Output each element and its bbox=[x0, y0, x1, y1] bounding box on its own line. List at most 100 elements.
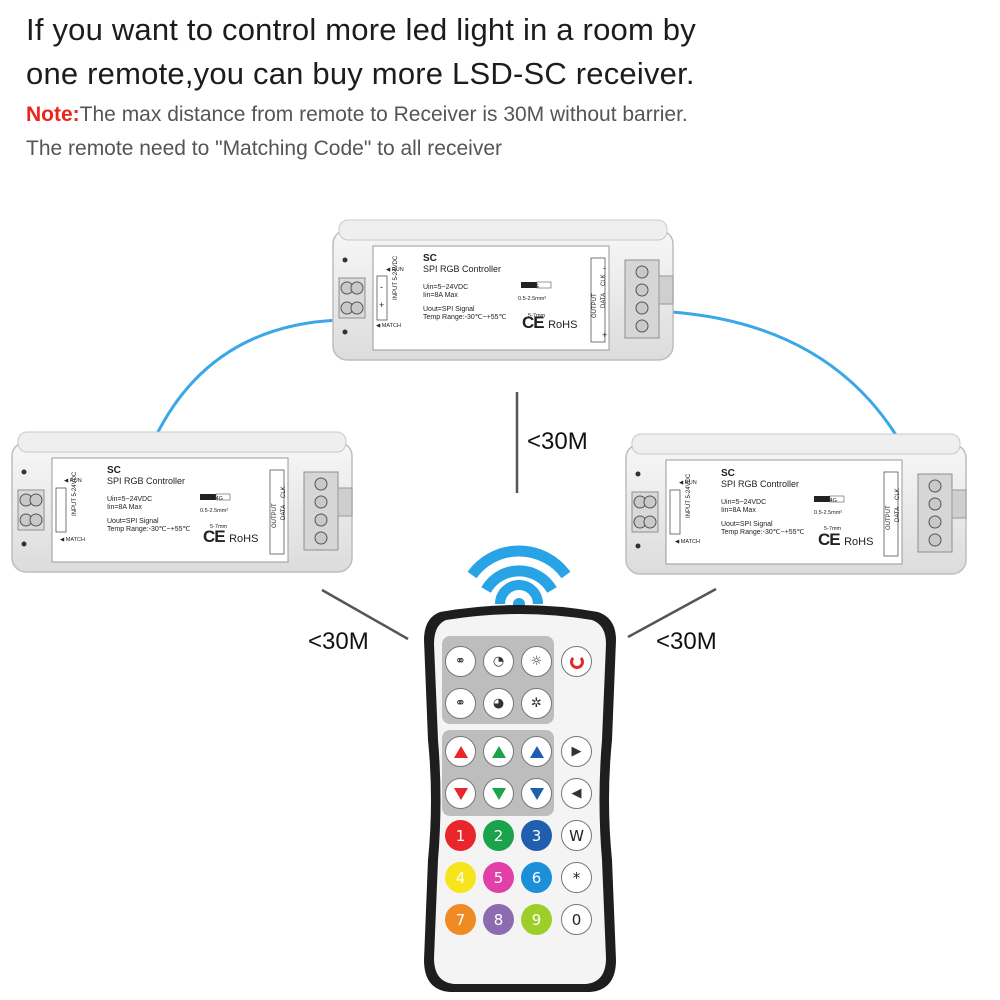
controller-right-freq: 2.4G bbox=[825, 498, 837, 504]
brightness-down-button[interactable]: ✲ bbox=[521, 688, 552, 719]
number-button-6[interactable]: 6 bbox=[521, 862, 552, 893]
number-button-9[interactable]: 9 bbox=[521, 904, 552, 935]
controller-left-clk: CLK bbox=[281, 486, 287, 498]
controller-right-strip: 5-7mm bbox=[824, 526, 842, 532]
dial-icon: ◔ bbox=[492, 654, 505, 669]
controller-top-input: INPUT 5-24VDC bbox=[393, 255, 399, 300]
controller-uin: Uin=5~24VDC bbox=[423, 284, 469, 291]
triangle-up-icon bbox=[529, 745, 544, 758]
note-line-2: The remote need to "Matching Code" to al… bbox=[26, 137, 502, 160]
controller-left-input: INPUT 5-24VDC bbox=[72, 471, 78, 516]
distance-label-right: <30M bbox=[656, 628, 717, 655]
number-button-2[interactable]: 2 bbox=[483, 820, 514, 851]
rohs-mark: RoHS bbox=[548, 319, 578, 331]
controller-left-label: SC SPI RGB Controller Uin=5~24VDC Iin=8A… bbox=[107, 465, 191, 533]
red-down-button[interactable] bbox=[445, 778, 476, 809]
triangle-down-icon bbox=[529, 787, 544, 800]
controller-temp: Temp Range:-30℃~+55℃ bbox=[423, 314, 507, 321]
controller-top-data: DATA bbox=[601, 292, 607, 308]
power-icon bbox=[569, 654, 584, 669]
controller-left-cert: CE RoHS bbox=[203, 527, 259, 546]
number-button-3[interactable]: 3 bbox=[521, 820, 552, 851]
headline: If you want to control more led light in… bbox=[26, 8, 986, 96]
distance-line-right bbox=[627, 587, 717, 639]
brightness-up-button[interactable]: ☼ bbox=[521, 646, 552, 677]
headline-line-1: If you want to control more led light in… bbox=[26, 12, 696, 47]
number-button-8[interactable]: 8 bbox=[483, 904, 514, 935]
rgb-mode-button[interactable]: ⚭ bbox=[445, 646, 476, 677]
play-next-button[interactable]: ▶ bbox=[561, 736, 592, 767]
controller-top-clk: CLK bbox=[601, 274, 607, 286]
speed-down-button[interactable]: ◕ bbox=[483, 688, 514, 719]
controller-iin: Iin=8A Max bbox=[423, 292, 458, 299]
speed-button[interactable]: ◔ bbox=[483, 646, 514, 677]
controller-left-freq: 2.4G bbox=[211, 496, 223, 502]
controller-right-cert: CE RoHS bbox=[818, 530, 874, 549]
controller-name: SPI RGB Controller bbox=[423, 264, 502, 274]
triangle-down-icon bbox=[453, 787, 468, 800]
rgb-circles-icon: ⚭ bbox=[455, 654, 466, 669]
controller-model: SC bbox=[423, 253, 437, 264]
controller-right-data: DATA bbox=[895, 506, 901, 522]
number-button-0[interactable]: 0 bbox=[561, 904, 592, 935]
controller-left-match: ◀ MATCH bbox=[60, 537, 85, 543]
controller-left-strip: 5-7mm bbox=[210, 524, 228, 530]
link-arc-left bbox=[153, 318, 341, 439]
film-icon: ▶ bbox=[571, 744, 582, 759]
blue-down-button[interactable] bbox=[521, 778, 552, 809]
distance-line-left bbox=[321, 588, 409, 641]
controller-left-run: ◀ RUN bbox=[64, 478, 82, 484]
note: Note:The max distance from remote to Rec… bbox=[26, 98, 688, 166]
wifi-icon bbox=[467, 545, 571, 605]
controller-top-label: SC SPI RGB Controller Uin=5~24VDC Iin=8A… bbox=[423, 253, 506, 322]
headline-line-2: one remote,you can buy more LSD-SC recei… bbox=[26, 56, 695, 91]
blue-up-button[interactable] bbox=[521, 736, 552, 767]
controller-left-output: OUTPUT bbox=[272, 503, 278, 528]
green-down-button[interactable] bbox=[483, 778, 514, 809]
controller-top-wire: 0.5-2.5mm² bbox=[518, 296, 547, 302]
controller-right-input: INPUT 5-24VDC bbox=[686, 473, 692, 518]
film-icon: ◀ bbox=[571, 786, 582, 801]
controller-top-freq: 2.4G bbox=[527, 284, 539, 290]
number-button-4[interactable]: 4 bbox=[445, 862, 476, 893]
triangle-up-icon bbox=[453, 745, 468, 758]
play-prev-button[interactable]: ◀ bbox=[561, 778, 592, 809]
sun-icon: ☼ bbox=[530, 654, 543, 669]
controller-top-in-plus: + bbox=[379, 300, 385, 310]
number-button-7[interactable]: 7 bbox=[445, 904, 476, 935]
controller-right-match: ◀ MATCH bbox=[675, 539, 700, 545]
controller-top-in-minus: - bbox=[380, 282, 383, 292]
rgb-mode-down-button[interactable]: ⚭ bbox=[445, 688, 476, 719]
triangle-down-icon bbox=[491, 787, 506, 800]
distance-label-left: <30M bbox=[308, 628, 369, 655]
sun-small-icon: ✲ bbox=[531, 696, 542, 711]
controller-top-match: ◀ MATCH bbox=[376, 323, 401, 329]
note-label: Note: bbox=[26, 103, 80, 126]
controller-top-minus: - bbox=[603, 263, 606, 273]
controller-left-wire: 0.5-2.5mm² bbox=[200, 508, 229, 514]
controller-left-data: DATA bbox=[281, 504, 287, 520]
controller-top-output: OUTPUT bbox=[592, 293, 598, 318]
controller-right-wire: 0.5-2.5mm² bbox=[814, 510, 843, 516]
rgb-circles-icon: ⚭ bbox=[455, 696, 466, 711]
number-button-w[interactable]: W bbox=[561, 820, 592, 851]
controller-right-label: SC SPI RGB Controller Uin=5~24VDC Iin=8A… bbox=[721, 468, 805, 536]
power-button[interactable] bbox=[561, 646, 592, 677]
green-up-button[interactable] bbox=[483, 736, 514, 767]
link-arc-right bbox=[671, 310, 907, 451]
number-button-star[interactable]: * bbox=[561, 862, 592, 893]
controller-right-run: ◀ RUN bbox=[679, 480, 697, 486]
controller-top-strip: 5-7mm bbox=[528, 313, 546, 319]
controller-uout: Uout=SPI Signal bbox=[423, 306, 475, 313]
number-button-5[interactable]: 5 bbox=[483, 862, 514, 893]
distance-label-top: <30M bbox=[527, 428, 588, 455]
red-up-button[interactable] bbox=[445, 736, 476, 767]
dial-icon: ◕ bbox=[492, 696, 505, 711]
controller-top-cert: CE RoHS bbox=[522, 313, 577, 333]
number-button-1[interactable]: 1 bbox=[445, 820, 476, 851]
controller-right-clk: CLK bbox=[895, 488, 901, 500]
note-line-1: The max distance from remote to Receiver… bbox=[79, 103, 688, 126]
triangle-up-icon bbox=[491, 745, 506, 758]
ce-mark: CE bbox=[522, 313, 545, 332]
controller-top-plus: + bbox=[602, 330, 608, 340]
